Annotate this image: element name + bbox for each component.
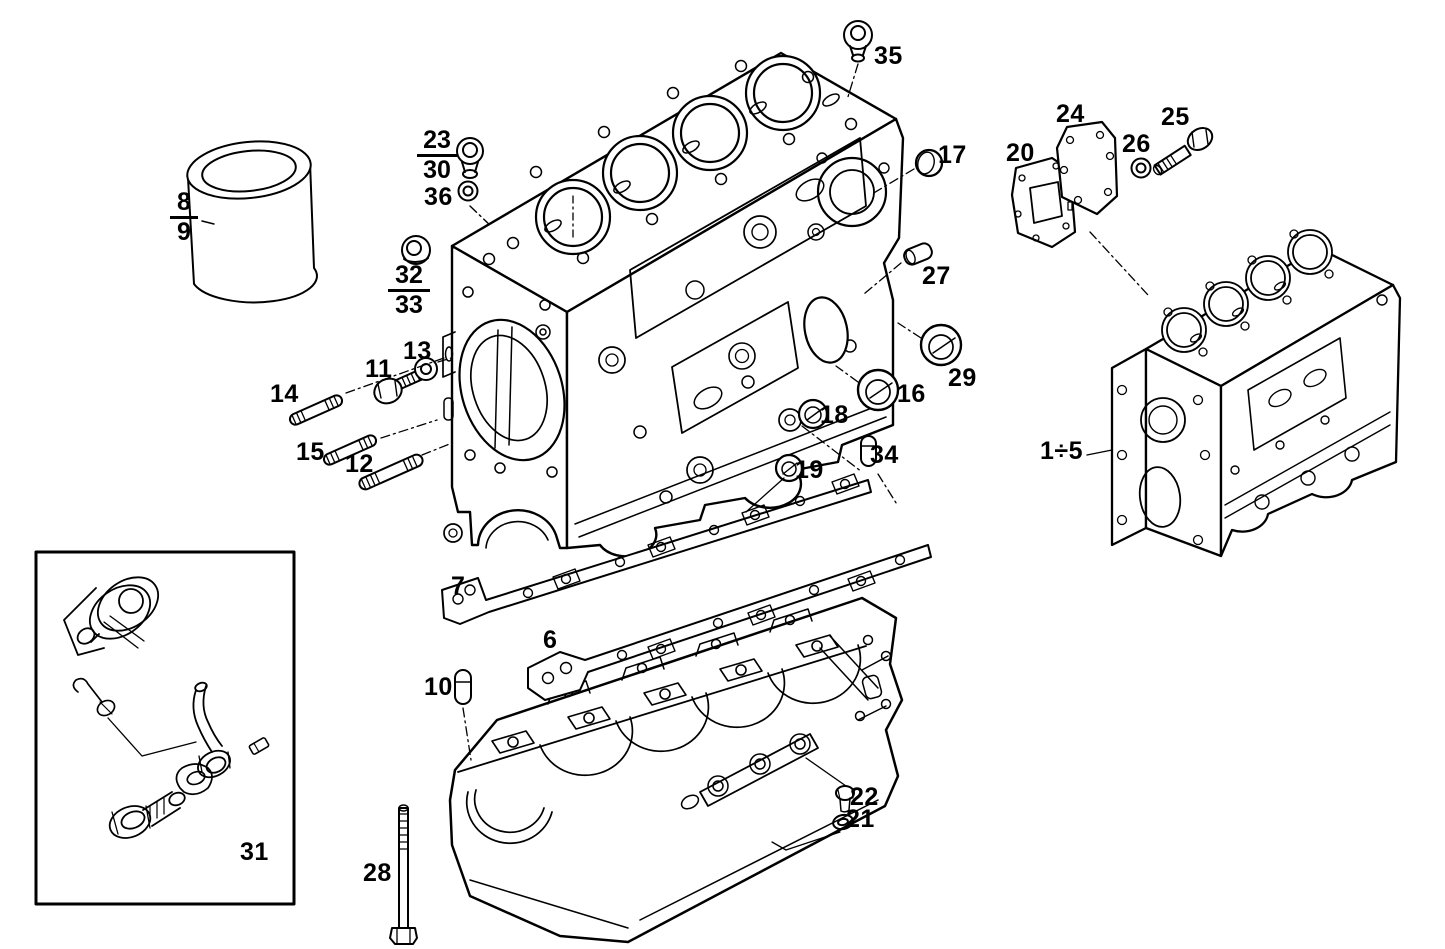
label-32: 32 xyxy=(388,262,430,292)
leader-17 xyxy=(871,168,915,195)
leader-stud-15 xyxy=(380,419,438,439)
part-gasket-6-drawing xyxy=(527,544,932,701)
leader-21-22 xyxy=(771,831,841,851)
part-label-7: 7 xyxy=(451,572,466,600)
leader-18-34 xyxy=(801,425,899,507)
part-label-36: 36 xyxy=(424,183,453,211)
part-label-29: 29 xyxy=(948,364,977,392)
part-label-28: 28 xyxy=(363,859,392,887)
part-label-26: 26 xyxy=(1122,130,1151,158)
part-plug-34-icon xyxy=(860,435,877,467)
part-label-24: 24 xyxy=(1056,100,1085,128)
leader-stud-12 xyxy=(421,442,453,456)
part-engine-block-main-drawing xyxy=(442,51,905,558)
leader-10 xyxy=(462,707,472,761)
part-label-17: 17 xyxy=(938,141,967,169)
part-stud-15 xyxy=(322,434,378,466)
leader-29 xyxy=(897,322,922,339)
part-label-22: 22 xyxy=(850,783,879,811)
leader-35 xyxy=(846,63,859,101)
leader-19 xyxy=(745,477,785,513)
leader-22-gallery xyxy=(805,757,847,787)
part-plug-32-33-icon xyxy=(401,235,431,265)
part-cup-plug-16-icon xyxy=(856,368,900,412)
part-stud-12 xyxy=(358,453,424,491)
part-label-25: 25 xyxy=(1161,103,1190,131)
part-label-34: 34 xyxy=(870,441,899,469)
leader-cover-plate xyxy=(1089,231,1149,296)
label-30: 30 xyxy=(423,156,451,184)
part-label-21: 21 xyxy=(846,805,875,833)
part-label-35: 35 xyxy=(874,42,903,70)
part-inset-box-31 xyxy=(34,550,296,906)
part-washer-26-icon xyxy=(1130,157,1152,179)
part-label-13: 13 xyxy=(403,337,432,365)
part-washer-21-icon xyxy=(832,813,854,831)
part-label-15: 15 xyxy=(296,438,325,466)
part-cover-plate-24-drawing xyxy=(1055,120,1119,216)
part-label-32-33: 32 33 xyxy=(388,262,430,319)
part-label-12: 12 xyxy=(345,450,374,478)
part-label-11: 11 xyxy=(365,355,393,383)
part-cup-plug-18-icon xyxy=(797,398,829,430)
part-plug-23-30-icon xyxy=(456,137,484,179)
part-stud-14 xyxy=(288,394,344,426)
part-label-19: 19 xyxy=(795,456,824,484)
part-label-31: 31 xyxy=(240,838,269,866)
part-crankcase-drawing xyxy=(448,596,904,944)
leader-27 xyxy=(863,262,902,295)
part-plug-10-icon xyxy=(454,669,472,705)
part-bolt-28-drawing xyxy=(389,804,418,945)
leader-16 xyxy=(835,365,859,383)
part-plug-35-icon xyxy=(843,20,873,63)
part-washer-36-icon xyxy=(457,180,479,202)
part-engine-block-assembled-drawing xyxy=(1086,229,1402,558)
part-cup-plug-19-icon xyxy=(774,453,804,483)
part-label-14: 14 xyxy=(270,380,299,408)
part-washer-13-icon xyxy=(414,357,438,381)
label-9: 9 xyxy=(177,218,191,246)
part-label-1-5: 1÷5 xyxy=(1040,437,1084,465)
part-label-6: 6 xyxy=(543,626,558,654)
label-23: 23 xyxy=(417,127,457,157)
label-8: 8 xyxy=(170,189,198,219)
leader-stud-14 xyxy=(345,357,445,394)
part-bolt-25-drawing xyxy=(1152,127,1214,176)
part-cup-plug-29-icon xyxy=(919,323,963,367)
part-label-20: 20 xyxy=(1006,139,1035,167)
part-gasket-7-drawing xyxy=(441,473,872,625)
label-33: 33 xyxy=(395,291,423,319)
part-label-10: 10 xyxy=(424,673,453,701)
part-label-27: 27 xyxy=(922,262,951,290)
part-label-18: 18 xyxy=(820,401,849,429)
part-plug-27-icon xyxy=(903,242,933,266)
part-label-8-9: 8 9 xyxy=(170,189,198,246)
part-cylinder-liner-drawing xyxy=(186,140,318,304)
part-label-16: 16 xyxy=(897,380,926,408)
part-cup-plug-17-icon xyxy=(914,148,944,178)
part-label-23-30: 23 30 xyxy=(417,127,457,184)
